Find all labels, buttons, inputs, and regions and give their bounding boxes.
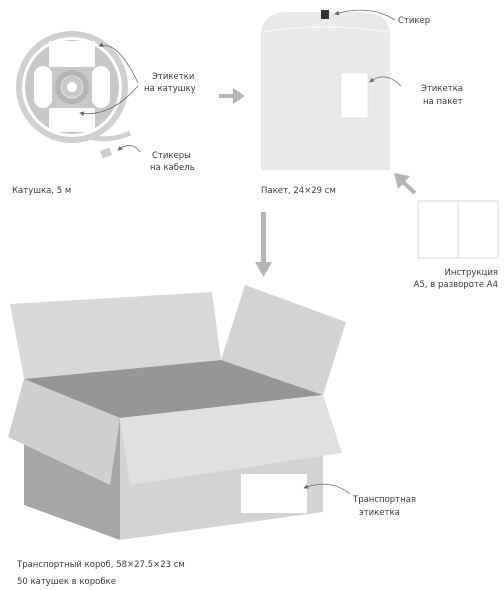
transport-label-text-2: этикетка xyxy=(359,508,400,518)
bag-seal-line xyxy=(261,26,390,33)
reel-label-top xyxy=(49,41,95,67)
box-left-flap xyxy=(8,379,120,485)
box-right-flap xyxy=(221,285,346,395)
cable-tail xyxy=(87,130,132,142)
transport-label-text-1: Транспортная xyxy=(352,495,416,505)
cable-stickers-text-2: на кабель xyxy=(150,163,195,173)
reel-labels-text-1: Этикетки xyxy=(152,72,194,82)
reel-hub-hole xyxy=(67,82,77,92)
instruction-text-2: A5, в развороте A4 xyxy=(414,280,498,290)
reel-caption: Катушка, 5 м xyxy=(12,186,71,196)
instruction-text-1: Инструкция xyxy=(444,268,498,278)
instruction-sheet xyxy=(417,200,499,259)
bag-label-text-2: на пакет xyxy=(423,97,463,107)
box-caption: Транспортный короб, 58×27.5×23 см xyxy=(16,560,185,570)
bag-caption: Пакет, 24×29 см xyxy=(261,186,336,196)
bag-body xyxy=(261,12,390,170)
bag-label-text-1: Этикетка xyxy=(421,84,463,94)
box-transport-label xyxy=(241,474,307,513)
bag-sticker xyxy=(321,10,329,19)
arrow-instruction-to-bag xyxy=(394,173,417,195)
reel-labels-text-2: на катушку xyxy=(144,84,196,94)
box-interior xyxy=(24,360,323,418)
box-front-flap xyxy=(120,395,342,485)
reel-window-right xyxy=(92,66,110,108)
bag-illustration xyxy=(261,10,390,170)
reel-window-left xyxy=(34,66,52,108)
cable-sticker xyxy=(99,147,113,159)
cable-stickers-text-1: Стикеры xyxy=(152,151,191,161)
arrow-bag-to-box xyxy=(255,212,272,277)
box-back-flap xyxy=(10,292,221,379)
arrow-reel-to-bag xyxy=(219,88,245,104)
transport-box xyxy=(8,285,346,540)
box-quantity: 50 катушек в коробке xyxy=(17,577,116,587)
bag-label xyxy=(340,72,369,119)
reel-illustration xyxy=(16,31,132,159)
reel-label-bottom xyxy=(49,108,95,132)
sticker-text: Стикер xyxy=(398,16,430,26)
